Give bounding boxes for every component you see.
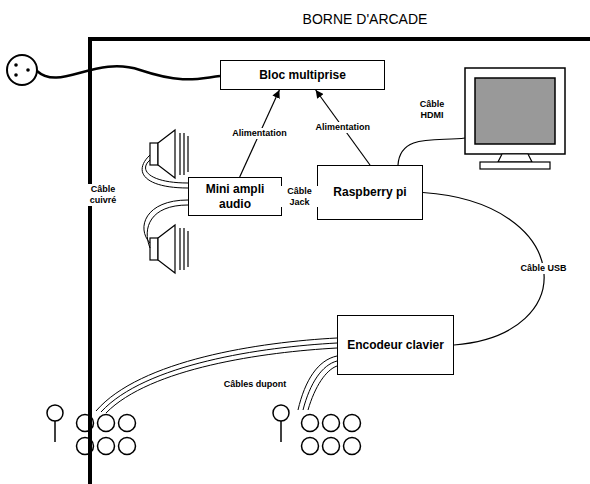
dupont-cables (96, 338, 337, 413)
monitor (465, 68, 565, 169)
power-strip-box: Bloc multiprise (220, 60, 385, 90)
speakers (150, 130, 188, 273)
computer-box: Raspberry pi (317, 165, 423, 220)
wall-plug (7, 55, 220, 85)
diagram-title: BORNE D'ARCADE (303, 11, 428, 27)
cable-label: Câbles dupont (222, 379, 289, 390)
box-label: Bloc multiprise (255, 68, 350, 82)
box-label: Mini ampli audio (189, 182, 281, 211)
edge-label: Câble Jack (281, 186, 319, 208)
encoder-box: Encodeur clavier (337, 315, 454, 375)
box-label: Encodeur clavier (343, 338, 448, 352)
hdmi-cable (398, 138, 465, 165)
cabinet-outline: BORNE D'ARCADEBloc multipriseMini ampli … (88, 37, 590, 484)
joysticks-buttons (47, 405, 361, 455)
amplifier-box: Mini ampli audio (188, 177, 282, 216)
cable-label: Câble cuivré (76, 184, 130, 206)
edge-label: Câble USB (518, 263, 568, 274)
edge-label: Alimentation (314, 122, 373, 133)
cable-label: Câble HDMI (410, 99, 454, 121)
edge-label: Alimentation (230, 128, 289, 139)
box-label: Raspberry pi (329, 185, 410, 199)
copper-cables (142, 155, 188, 248)
